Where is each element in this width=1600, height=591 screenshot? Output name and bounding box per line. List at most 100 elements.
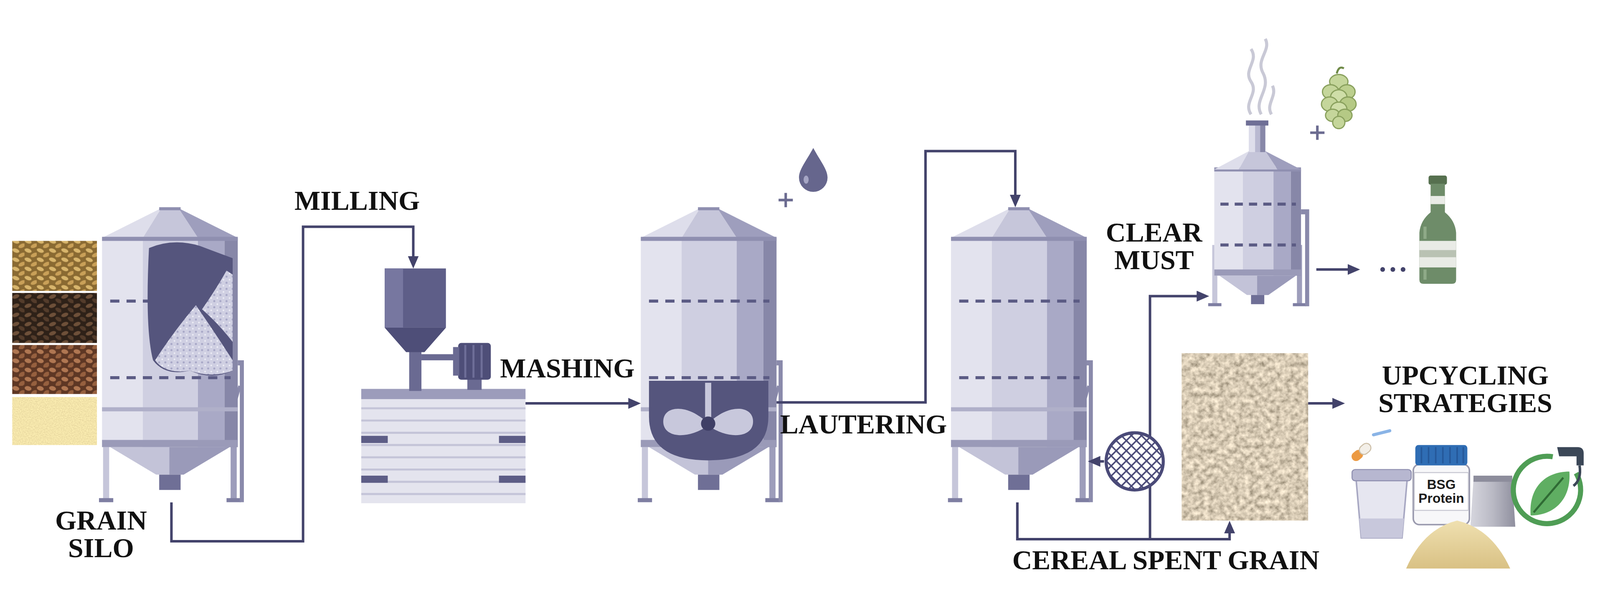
biofuel-icon: [1513, 446, 1584, 524]
mill-machine: [384, 268, 447, 328]
boil-kettle-drawing: [1273, 169, 1291, 276]
beer-bottle: [1423, 269, 1427, 280]
upcycled-products: [1462, 446, 1465, 464]
upcycled-products: [1442, 446, 1444, 464]
jar-label-text: BSG Protein: [1414, 477, 1469, 506]
kettle-output-arrow: [1316, 266, 1406, 272]
return-arrow: [1092, 460, 1105, 462]
boil-kettle-drawing: [1208, 302, 1222, 306]
upcycled-products: [1415, 444, 1468, 466]
mill-machine: [458, 342, 491, 380]
red-grain-sample: [12, 344, 97, 394]
upcycled-products: [1349, 441, 1373, 463]
stage-label: MILLING: [287, 186, 427, 215]
spent-grain-photo: CEREAL SPENT GRAIN: [1181, 352, 1309, 521]
flow-arrow: [776, 151, 1016, 403]
kettle-output-arrow: [1316, 268, 1356, 271]
mill-machine: [453, 346, 460, 376]
beer-bottle: [1423, 226, 1427, 239]
kettle-output-arrow: [1400, 266, 1406, 272]
sieve-symbol: [1105, 432, 1164, 490]
cornmeal-sample: [12, 396, 97, 445]
upcycled-products: [1349, 430, 1584, 569]
boil-kettle-drawing: [1260, 124, 1266, 153]
beer-bottle: [1428, 175, 1448, 185]
malt-sample: [12, 240, 97, 291]
boil-kettle-drawing: [1242, 169, 1274, 276]
beer-bottle: [1419, 249, 1457, 257]
steam-lines: [1259, 38, 1267, 115]
beer-bottle: [1430, 183, 1445, 215]
hop-cone-icon: [1332, 116, 1345, 129]
protein-jar: BSG Protein: [1414, 472, 1469, 510]
water-drop-icon: [803, 175, 809, 184]
steam-lines: [1248, 48, 1254, 115]
biofuel-icon: [1513, 456, 1581, 524]
grain-silo-drawing: [98, 207, 244, 503]
boil-kettle-drawing: [1214, 269, 1301, 276]
boil-kettle-drawing: [1214, 169, 1243, 276]
kettle-output-arrow: [1380, 266, 1385, 272]
steam-lines: [1248, 38, 1274, 115]
steam-lines: [1269, 85, 1274, 115]
connector-group: [171, 151, 1340, 541]
lauter-tun-drawing: [948, 207, 1093, 503]
flow-arrow: [525, 401, 636, 405]
mill-machine: [499, 435, 526, 443]
biofuel-icon: [1573, 465, 1580, 486]
mill-machine: [361, 268, 526, 503]
biofuel-icon: [1533, 477, 1564, 513]
boil-kettle-drawing: [1220, 243, 1296, 246]
flow-arrow: [1017, 502, 1230, 539]
mill-machine: [361, 392, 526, 503]
mash-tun: MASHING: [640, 207, 777, 503]
mill-machine: [361, 468, 526, 471]
water-drop-icon: [784, 192, 787, 208]
beer-bottle: [1430, 195, 1445, 205]
stage-label: CLEAR MUST: [1100, 218, 1209, 274]
upcycled-products: [1356, 479, 1408, 538]
mill-machine: [384, 268, 404, 328]
mash-tun-drawing: [701, 415, 716, 431]
grain-silo-drawing: [202, 270, 233, 342]
stage-label: LAUTERING: [765, 410, 947, 438]
upcycled-products: [1413, 464, 1470, 525]
upcycled-products: [1473, 475, 1513, 482]
beer-bottle: [1419, 240, 1457, 267]
biofuel-icon: [1530, 471, 1570, 515]
mill: MILLING: [361, 268, 526, 504]
hop-cone-icon: [1321, 67, 1357, 129]
spent-grain-photo: [1181, 352, 1309, 521]
mill-machine: [361, 388, 526, 399]
mill-machine: [409, 349, 422, 391]
mill-machine: [361, 435, 388, 443]
stage-label: CEREAL SPENT GRAIN: [994, 545, 1337, 574]
flow-arrow: [171, 226, 414, 541]
mill-machine: [480, 344, 483, 378]
stage-label: MASHING: [479, 354, 635, 382]
spent-grain-photo: [1181, 352, 1309, 521]
mill-machine: [361, 431, 526, 434]
grain-silo: GRAIN SILO: [101, 207, 238, 503]
water-drop-icon: [778, 147, 828, 208]
beer-bottle: [1419, 212, 1457, 284]
cereal-samples: [12, 240, 97, 445]
biofuel-icon: [1556, 446, 1584, 466]
grain-silo-drawing: [98, 207, 244, 503]
hop-cone-icon: [1336, 67, 1344, 74]
mash-tun-drawing: [649, 380, 769, 460]
boil-kettle: CLEAR MUST: [1209, 120, 1306, 307]
upcycled-products: [1373, 430, 1390, 435]
upcycled-products: [1456, 446, 1459, 464]
mill-machine: [361, 443, 526, 446]
grain-silo-drawing: [147, 242, 233, 376]
upcycled-products: [1435, 446, 1437, 464]
boil-kettle-drawing: [1293, 302, 1307, 306]
boil-kettle-drawing: [1265, 150, 1302, 170]
hop-cone-icon: [1310, 67, 1357, 140]
lauter-tun: LAUTERING: [950, 207, 1087, 503]
